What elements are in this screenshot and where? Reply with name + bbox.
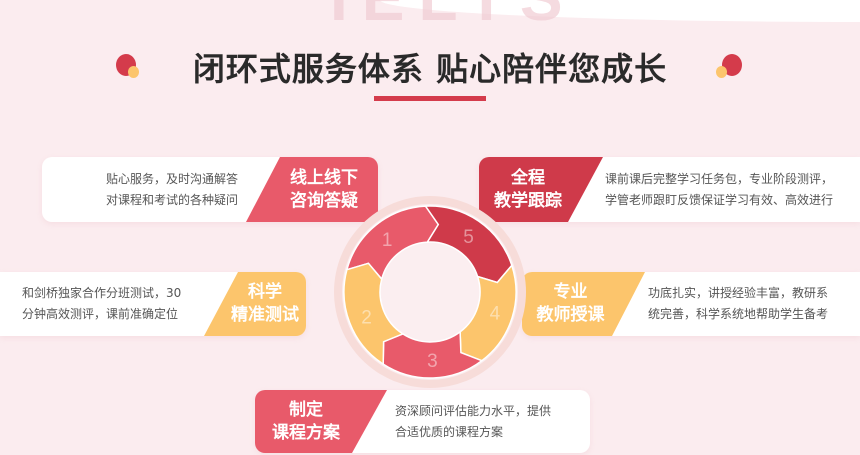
step-title: 精准测试 [231, 305, 299, 325]
step-title: 专业 [553, 282, 588, 302]
step-desc: 合适优质的课程方案 [395, 424, 504, 439]
cycle-number: 1 [382, 230, 393, 251]
ielts-watermark: IELTS [330, 0, 577, 30]
step-desc: 功底扎实，讲授经验丰富，教研系 [648, 286, 829, 300]
step-desc: 分钟高效测评，课前准确定位 [22, 307, 179, 321]
step-card-2: 和剑桥独家合作分班测试，30 分钟高效测评，课前准确定位 科学精准测试 [0, 272, 306, 336]
cycle-number: 4 [490, 303, 501, 324]
step-title: 教学跟踪 [494, 190, 562, 211]
step-card-1: 贴心服务，及时沟通解答对课程和考试的各种疑问 线上线下咨询答疑 [42, 157, 378, 222]
page-title: 闭环式服务体系 贴心陪伴您成长 [192, 50, 668, 88]
step-title: 咨询答疑 [290, 190, 358, 211]
step-desc: 和剑桥独家合作分班测试，30 [22, 286, 182, 300]
step-title: 课程方案 [272, 422, 340, 443]
cycle-diagram: 1 5 4 3 2 [334, 196, 526, 388]
step-card-4: 专业教师授课 功底扎实，讲授经验丰富，教研系统完善，科学系统地帮助学生备考 [522, 272, 860, 336]
step-title: 制定 [289, 399, 323, 420]
step-desc: 学管老师跟盯反馈保证学习有效、高效进行 [605, 192, 834, 207]
step-title: 科学 [248, 282, 282, 302]
decor-dot-left-small [128, 66, 139, 78]
decor-dot-right-small [716, 66, 727, 78]
step-card-3: 制定课程方案 资深顾问评估能力水平，提供合适优质的课程方案 [255, 390, 590, 453]
cycle-number: 2 [361, 307, 372, 328]
cycle-number: 5 [463, 227, 474, 248]
cycle-segment-2 [343, 262, 405, 366]
decor-dot-right [722, 54, 742, 76]
step-desc: 对课程和考试的各种疑问 [105, 192, 238, 207]
step-title: 线上线下 [290, 167, 358, 188]
step-desc: 统完善，科学系统地帮助学生备考 [648, 307, 829, 321]
step-title: 教师授课 [536, 305, 605, 325]
step-desc: 课前课后完整学习任务包，专业阶段测评， [605, 171, 834, 186]
title-underline [374, 96, 486, 101]
step-title: 全程 [511, 167, 545, 188]
step-desc: 贴心服务，及时沟通解答 [105, 171, 238, 186]
step-desc: 资深顾问评估能力水平，提供 [395, 403, 552, 418]
step-card-5: 全程教学跟踪 课前课后完整学习任务包，专业阶段测评， 学管老师跟盯反馈保证学习有效… [479, 157, 860, 222]
cycle-number: 3 [427, 351, 438, 372]
